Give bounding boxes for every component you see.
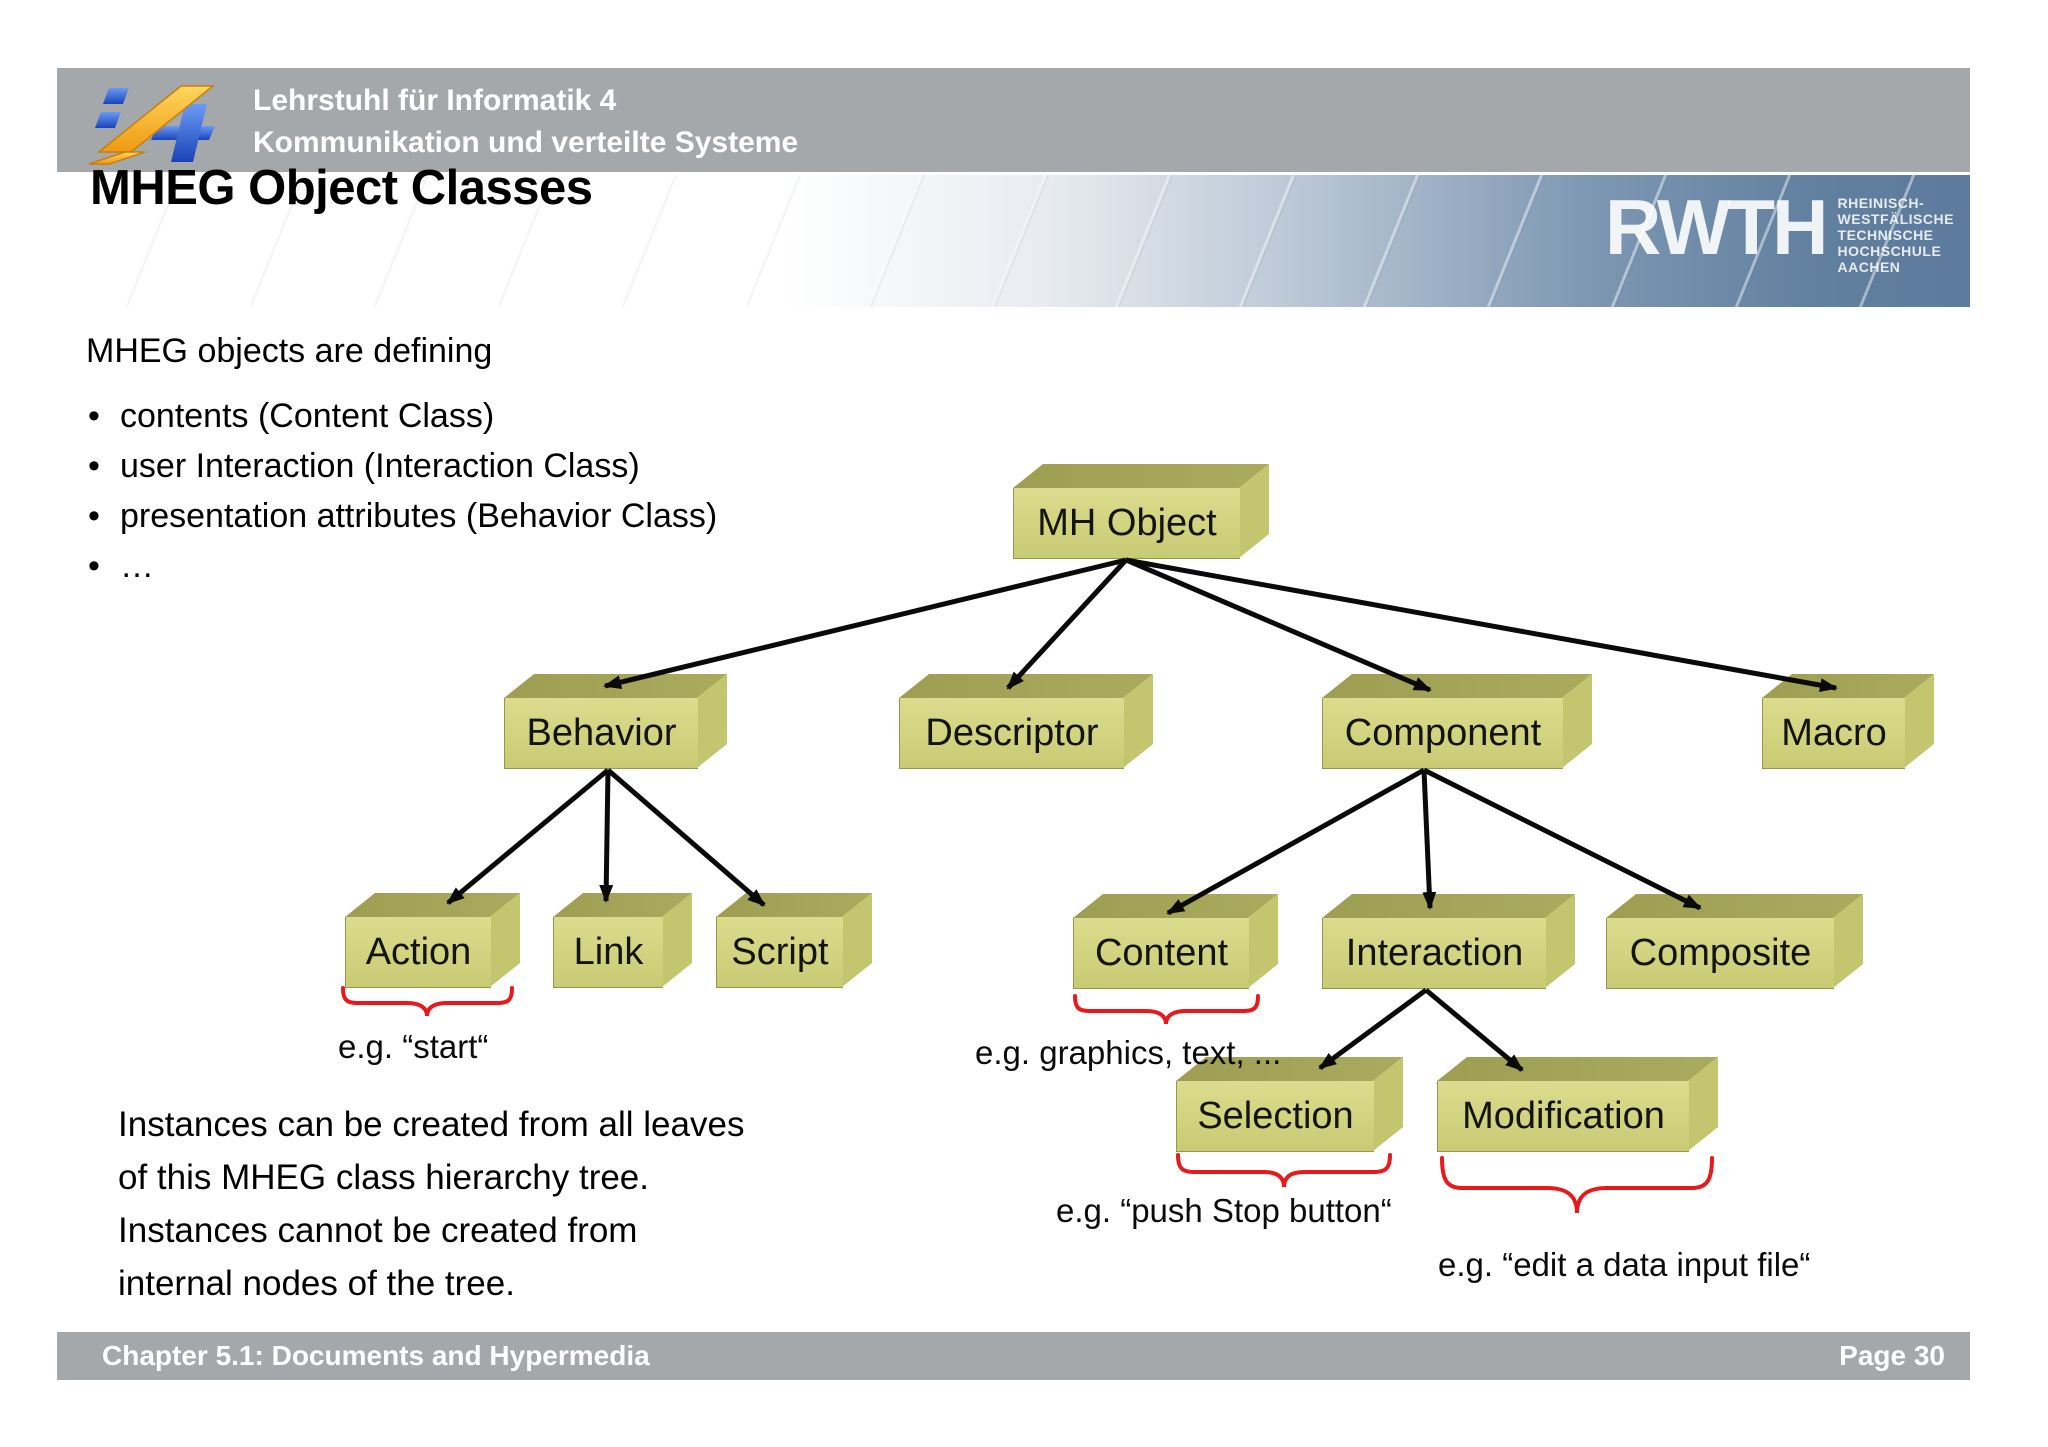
header-institute-text: Lehrstuhl für Informatik 4 Kommunikation… [253,80,798,164]
intro-lead: MHEG objects are defining [86,332,493,370]
caption-content: e.g. graphics, text, ... [975,1034,1282,1071]
edge-mh-macro [1125,557,1838,693]
tree-node-modification: Modification [1437,1057,1718,1152]
node-label: Composite [1629,931,1812,974]
rwth-institution-text: RHEINISCH- WESTFÄLISCHE TECHNISCHE HOCHS… [1837,195,1954,275]
edge-behavior-action [446,768,610,905]
tree-node-component: Component [1322,674,1592,769]
node-label: Interaction [1345,931,1524,974]
edge-component-interaction [1421,769,1437,910]
node-label: Script [731,930,829,973]
caption-modification: e.g. “edit a data input file“ [1438,1246,1811,1283]
edge-behavior-link [599,769,614,903]
edge-component-composite [1422,767,1702,911]
node-label: Link [573,930,644,973]
node-label: Component [1344,711,1542,754]
node-label: Modification [1462,1094,1665,1137]
brace-modification [1440,1156,1714,1214]
intro-bullet-list: contents (Content Class) user Interactio… [86,391,717,591]
edge-behavior-script [606,768,766,907]
bullet-item: contents (Content Class) [86,391,717,441]
bullet-item: … [86,541,717,591]
brace-content [1073,994,1260,1025]
tree-node-content: Content [1073,894,1278,989]
tree-node-macro: Macro [1762,674,1934,769]
header-line1: Lehrstuhl für Informatik 4 [253,84,617,117]
tree-node-action: Action [345,893,520,988]
tree-node-selection: Selection [1176,1057,1403,1152]
bullet-item: user Interaction (Interaction Class) [86,441,717,491]
tree-node-interaction: Interaction [1322,894,1575,989]
tree-node-script: Script [716,893,872,988]
caption-selection: e.g. “push Stop button“ [1056,1192,1392,1229]
rwth-wordmark: RWTH [1605,183,1829,271]
tree-node-mh-object: MH Object [1013,464,1269,559]
tree-node-descriptor: Descriptor [899,674,1153,769]
footer-page-number: Page 30 [1839,1340,1945,1371]
brace-action [341,986,514,1017]
caption-action: e.g. “start“ [338,1028,489,1065]
edge-mh-component [1125,557,1432,693]
footer-bar: Chapter 5.1: Documents and Hypermedia Pa… [57,1332,1970,1380]
brace-selection [1176,1153,1392,1188]
bullet-item: presentation attributes (Behavior Class) [86,491,717,541]
note-text: Instances can be created from all leaves… [118,1105,745,1303]
edge-mh-descriptor [1006,558,1128,690]
node-label: Behavior [526,711,677,754]
node-label: Selection [1197,1094,1354,1137]
tree-node-link: Link [553,893,692,988]
header-line2: Kommunikation und verteilte Systeme [253,126,799,159]
node-label: Action [365,930,472,973]
rwth-logo: RWTH RHEINISCH- WESTFÄLISCHE TECHNISCHE … [1605,188,1954,275]
rwth-banner: RWTH RHEINISCH- WESTFÄLISCHE TECHNISCHE … [57,175,1970,307]
tree-node-composite: Composite [1606,894,1863,989]
node-label: Descriptor [925,711,1099,754]
footer-chapter: Chapter 5.1: Documents and Hypermedia [102,1340,650,1371]
node-label: Content [1094,931,1229,974]
node-label: MH Object [1037,501,1217,544]
intro-block: MHEG objects are defining contents (Cont… [86,332,717,591]
node-label: Macro [1781,711,1887,754]
banner-texture [57,175,1970,307]
edge-component-content [1166,767,1426,916]
tree-node-behavior: Behavior [504,674,727,769]
page-title: MHEG Object Classes [90,161,593,215]
header-bar: Lehrstuhl für Informatik 4 Kommunikation… [57,68,1970,172]
i4-logo-icon [88,85,216,165]
